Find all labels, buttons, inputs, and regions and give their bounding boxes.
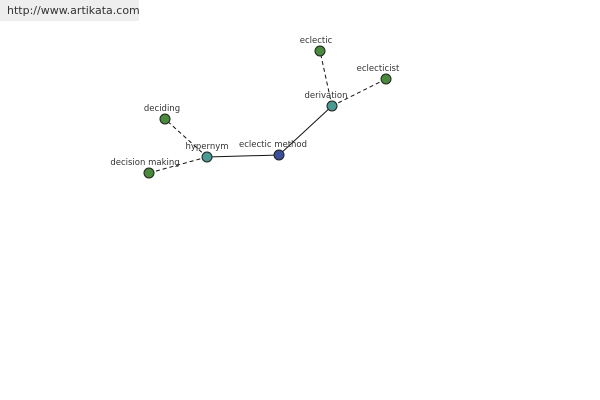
node-label-deciding[interactable]: deciding: [144, 104, 180, 114]
edge-hypernym-to-decision-making: [148, 156, 208, 174]
node-derivation[interactable]: [326, 100, 338, 112]
node-eclecticist[interactable]: [380, 73, 392, 85]
node-eclectic-method[interactable]: [273, 149, 285, 161]
node-deciding[interactable]: [159, 113, 171, 125]
node-label-hypernym[interactable]: hypernym: [185, 142, 228, 152]
edge-eclectic-method-to-hypernym: [206, 154, 280, 158]
edge-hypernym-to-deciding: [164, 118, 208, 158]
source-url-link[interactable]: http://www.artikata.com: [0, 0, 139, 21]
edge-eclectic-method-to-derivation: [278, 105, 333, 156]
node-label-decision-making[interactable]: decision making: [110, 158, 179, 168]
nodes-layer: [143, 45, 392, 179]
node-decision-making[interactable]: [143, 167, 155, 179]
node-label-eclecticist[interactable]: eclecticist: [357, 64, 400, 74]
node-label-derivation[interactable]: derivation: [304, 91, 347, 101]
node-label-eclectic-method[interactable]: eclectic method: [239, 140, 307, 150]
edge-derivation-to-eclecticist: [331, 78, 387, 107]
labels-layer: eclectic method hypernym derivation decidin…: [110, 36, 400, 168]
node-eclectic[interactable]: [314, 45, 326, 57]
node-label-eclectic[interactable]: eclectic: [300, 36, 333, 46]
edge-derivation-to-eclectic: [319, 50, 333, 107]
node-hypernym[interactable]: [201, 151, 213, 163]
edges-layer: [148, 50, 387, 174]
